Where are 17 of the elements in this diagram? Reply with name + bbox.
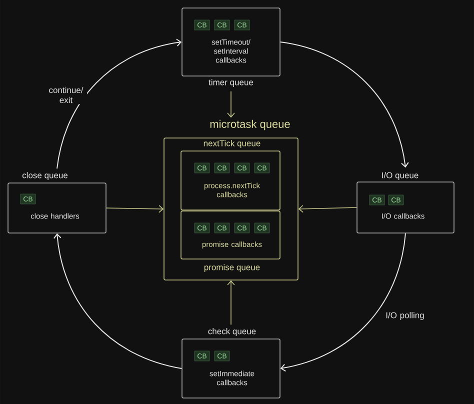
node-label: close queue <box>22 172 68 180</box>
arrow <box>227 280 235 325</box>
edge-label: continue/ exit <box>45 86 87 104</box>
node-label: promise queue <box>204 264 260 272</box>
arrow <box>56 38 182 170</box>
arrow <box>106 205 164 213</box>
arrow <box>227 91 235 118</box>
arrow <box>298 204 357 213</box>
node-label: timer queue <box>208 79 254 87</box>
arrow <box>53 233 182 369</box>
arrow <box>280 42 409 168</box>
arrow <box>280 232 406 372</box>
node-label: check queue <box>208 328 256 336</box>
edge-label: I/O polling <box>379 311 431 321</box>
node-label: I/O queue <box>382 172 418 180</box>
node-label: nextTick queue <box>204 140 260 148</box>
node-label: microtask queue <box>210 120 290 130</box>
